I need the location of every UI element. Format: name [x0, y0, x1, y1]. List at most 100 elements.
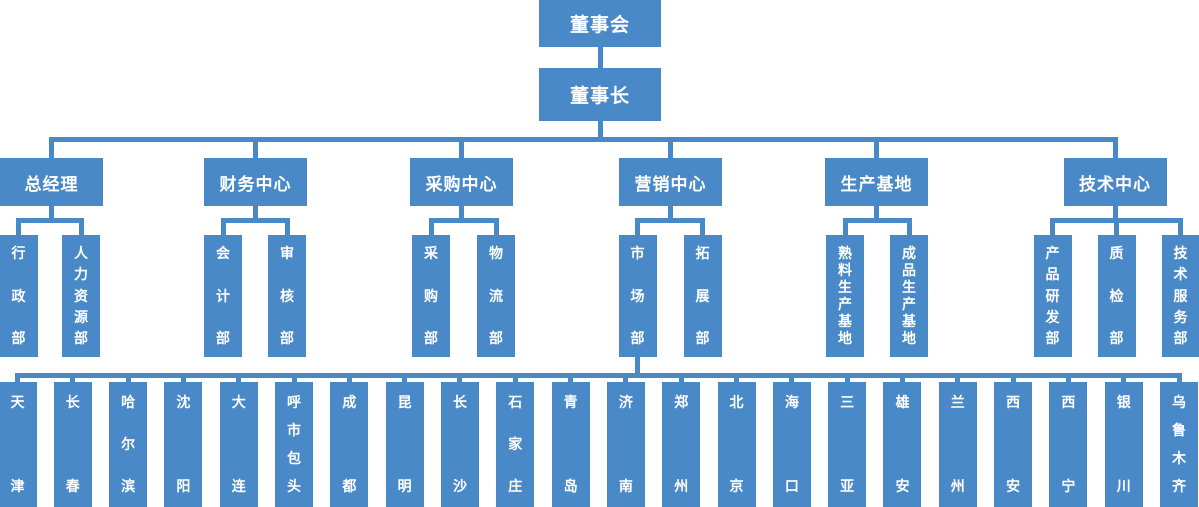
connector-line [1050, 218, 1055, 235]
connector-line [1121, 373, 1127, 382]
vertical-label-char: 乌 [1172, 394, 1186, 410]
org-node-subdepartment: 产品研发部 [1033, 235, 1072, 357]
vertical-label-char: 鲁 [1172, 422, 1186, 438]
connector-line [284, 218, 290, 235]
vertical-label-char: 安 [895, 478, 910, 494]
vertical-label-char: 海 [784, 394, 799, 410]
connector-line [955, 373, 961, 382]
org-node-department: 营销中心 [619, 158, 722, 206]
vertical-label-char: 政 [11, 287, 26, 304]
org-node-branch-city: 兰州 [938, 382, 977, 507]
connector-line [457, 373, 463, 382]
vertical-label-char: 木 [1172, 450, 1186, 466]
vertical-label-char: 北 [729, 394, 744, 410]
vertical-label-char: 拓 [695, 245, 710, 261]
vertical-label-char: 郑 [674, 394, 689, 410]
org-node-branch-city: 济南 [606, 382, 645, 507]
connector-line [16, 218, 84, 223]
vertical-label-char: 青 [563, 394, 578, 410]
vertical-label-char: 计 [216, 287, 230, 304]
vertical-label-char: 昆 [397, 394, 412, 410]
org-node-branch-city: 成都 [330, 382, 369, 507]
connector-line [700, 218, 705, 235]
connector-line [635, 218, 640, 235]
vertical-label-char: 部 [1045, 330, 1060, 346]
vertical-label-char: 产 [902, 296, 916, 312]
connector-line [1178, 218, 1183, 235]
vertical-label-char: 银 [1116, 394, 1131, 410]
connector-line [70, 373, 76, 382]
vertical-label-char: 品 [1045, 266, 1060, 283]
connector-line [253, 206, 258, 223]
vertical-label-char: 部 [11, 330, 26, 346]
org-node-branch-city: 郑州 [662, 382, 701, 507]
org-node-branch-city: 乌鲁木齐 [1160, 382, 1198, 507]
vertical-label-char: 部 [1109, 330, 1124, 346]
connector-line [1112, 206, 1118, 223]
connector-line [49, 137, 1118, 142]
vertical-label-char: 力 [74, 266, 88, 283]
connector-line [493, 218, 499, 235]
vertical-label-char: 流 [489, 287, 503, 304]
vertical-label-char: 部 [630, 330, 645, 346]
connector-line [899, 373, 905, 382]
org-node-subdepartment: 市场部 [618, 235, 657, 357]
connector-line [15, 373, 1182, 378]
connector-line [1065, 373, 1071, 382]
connector-line [844, 373, 850, 382]
vertical-label-char: 部 [74, 330, 88, 346]
org-node-subdepartment: 采购部 [412, 235, 450, 357]
connector-line [668, 137, 673, 158]
connector-line [253, 137, 258, 158]
vertical-label-char: 齐 [1172, 478, 1186, 494]
org-node-branch-city: 银川 [1104, 382, 1143, 507]
vertical-label-char: 服 [1173, 287, 1188, 304]
vertical-label-char: 产 [838, 296, 852, 312]
vertical-label-char: 岛 [563, 478, 578, 494]
vertical-label-char: 料 [838, 262, 852, 278]
org-node-branch-city: 海口 [772, 382, 811, 507]
vertical-label-char: 石 [508, 394, 523, 410]
vertical-label-char: 核 [280, 287, 294, 304]
org-node-branch-city: 西宁 [1049, 382, 1088, 507]
connector-line [874, 206, 879, 223]
org-node-department: 技术中心 [1063, 158, 1167, 206]
vertical-label-char: 术 [1173, 266, 1188, 283]
connector-line [16, 218, 21, 235]
connector-line [346, 373, 352, 382]
org-node-branch-city: 三亚 [828, 382, 867, 507]
vertical-label-char: 包 [287, 450, 302, 466]
connector-line [906, 218, 912, 235]
connector-line [597, 47, 603, 68]
vertical-label-char: 哈 [121, 394, 136, 410]
vertical-label-char: 部 [216, 330, 230, 346]
connector-line [125, 373, 131, 382]
org-node-subdepartment: 行政部 [0, 235, 38, 357]
vertical-label-char: 部 [280, 330, 294, 346]
vertical-label-char: 明 [397, 478, 412, 494]
vertical-label-char: 检 [1109, 287, 1124, 304]
connector-line [220, 218, 226, 235]
org-node-branch-city: 呼市包头 [275, 382, 314, 507]
vertical-label-char: 务 [1173, 308, 1188, 325]
vertical-label-char: 都 [342, 478, 357, 494]
vertical-label-char: 人 [74, 245, 88, 261]
org-node-department: 生产基地 [825, 158, 928, 206]
connector-line [78, 218, 84, 235]
vertical-label-char: 口 [784, 478, 799, 494]
org-node-subdepartment: 审核部 [268, 235, 306, 357]
vertical-label-char: 济 [618, 394, 633, 410]
org-node-branch-city: 长春 [53, 382, 92, 507]
org-node-subdepartment: 会计部 [204, 235, 242, 357]
vertical-label-char: 尔 [121, 436, 136, 452]
vertical-label-char: 春 [65, 478, 80, 494]
connector-line [635, 218, 705, 223]
connector-line [1114, 218, 1119, 235]
org-node-branch-city: 沈阳 [164, 382, 203, 507]
vertical-label-char: 雄 [895, 394, 910, 410]
org-node-board: 董事会 [539, 0, 661, 47]
org-node-subdepartment: 技术服务部 [1161, 235, 1199, 357]
vertical-label-char: 滨 [121, 478, 136, 494]
vertical-label-char: 亚 [840, 478, 855, 494]
